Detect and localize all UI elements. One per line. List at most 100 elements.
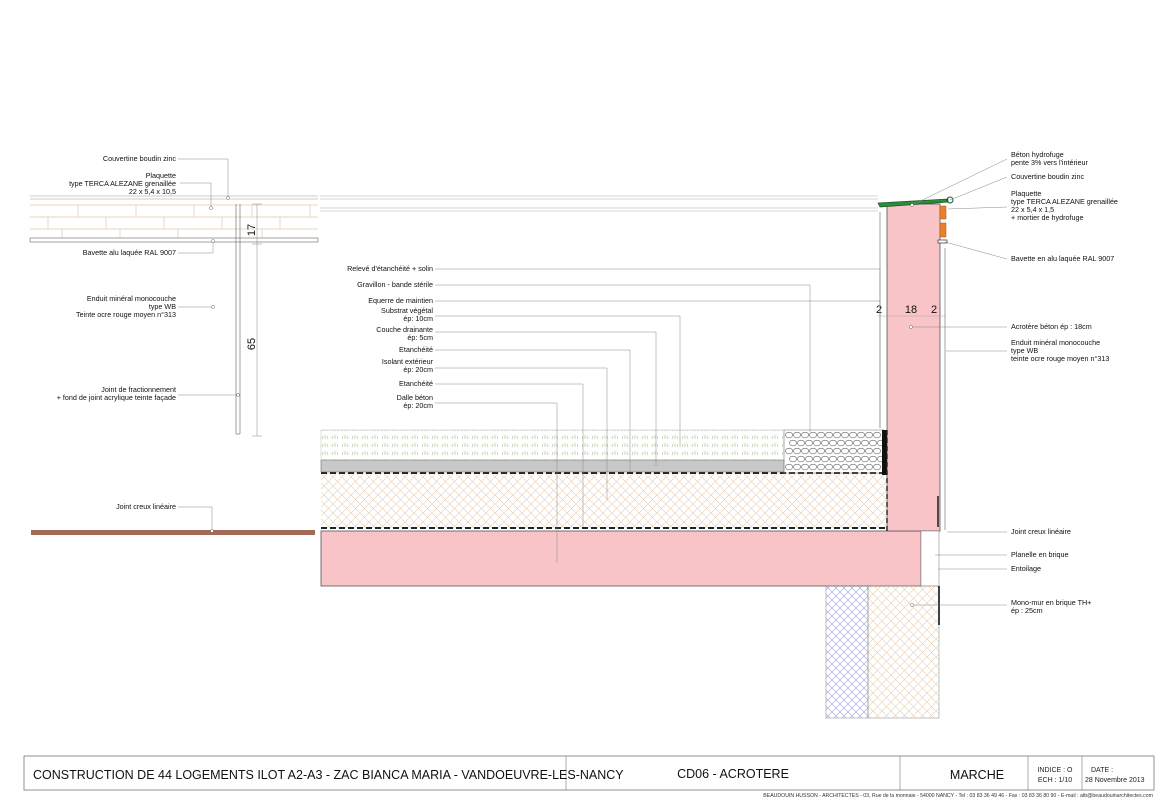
gravel-pebble [837, 439, 845, 447]
bavette-left [29, 237, 319, 243]
gravel-pebble [865, 431, 873, 439]
label-dalle-1: Dalle béton [397, 393, 433, 402]
gravel-pebble [869, 439, 877, 447]
gravel-pebble [793, 463, 801, 471]
gravel-pebble [841, 447, 849, 455]
middle-labels: Relevé d'étanchéité + solin Gravillon - … [347, 264, 433, 410]
index-label: INDICE : O [1037, 767, 1073, 774]
gravel-pebble [849, 431, 857, 439]
gravel-pebble [869, 455, 877, 463]
left-elevation: 17 65 [29, 195, 319, 535]
label-couvertine-left: Couvertine boudin zinc [103, 154, 177, 163]
label-isolant-1: Isolant extérieur [382, 357, 434, 366]
concrete-slab [320, 530, 922, 587]
label-enduit-right-2: type WB [1011, 346, 1038, 355]
gravel-pebble [825, 463, 833, 471]
gravel-pebble [789, 439, 797, 447]
planelle-brique [920, 530, 940, 587]
gravel-pebble [785, 463, 793, 471]
scale-label: ECH : 1/10 [1038, 777, 1072, 784]
label-plaquette-left-2: type TERCA ALEZANE grenaillée [69, 179, 176, 188]
label-enduit-left-2: type WB [149, 302, 176, 311]
label-mono-mur-2: ép : 25cm [1011, 606, 1043, 615]
brick-tile-1 [939, 205, 947, 220]
label-enduit-left-1: Enduit minéral monocouche [87, 294, 176, 303]
insulation-layer [321, 473, 887, 528]
gravel-pebble [785, 447, 793, 455]
label-planelle: Planelle en brique [1011, 550, 1069, 559]
section-drawing: 2 18 2 [320, 195, 954, 719]
gravel-pebble [833, 447, 841, 455]
dimension-2-left: 2 [876, 304, 882, 316]
leader-lines [178, 158, 1008, 606]
gravel-pebble [805, 455, 813, 463]
gravel-pebble [861, 455, 869, 463]
label-gravillon: Gravillon - bande stérile [357, 280, 433, 289]
label-acrotere: Acrotère béton ép : 18cm [1011, 322, 1092, 331]
label-plaquette-right-4: + mortier de hydrofuge [1011, 213, 1084, 222]
gravel-pebble [805, 439, 813, 447]
gravel-pebble [797, 439, 805, 447]
gravel-pebble [793, 431, 801, 439]
footer-address: BEAUDOUIN HUSSON - ARCHITECTES - 03, Rue… [763, 793, 1153, 799]
gravel-pebble [873, 463, 881, 471]
gravel-pebble [873, 447, 881, 455]
label-entoilage: Entoilage [1011, 564, 1041, 573]
gravel-pebble [857, 447, 865, 455]
substrate-layer [320, 429, 785, 461]
label-enduit-left-3: Teinte ocre rouge moyen n°313 [76, 310, 176, 319]
gravel-strip [783, 429, 885, 474]
gravel-pebble [825, 447, 833, 455]
bavette-right [937, 239, 948, 244]
date-label: DATE : [1091, 767, 1113, 774]
dimension-65: 65 [246, 338, 258, 350]
drawing-title: CD06 - ACROTERE [677, 767, 789, 781]
gravel-pebble [833, 463, 841, 471]
label-drainante-1: Couche drainante [376, 325, 433, 334]
label-beton-hydro-2: pente 3% vers l'intérieur [1011, 158, 1088, 167]
gravel-pebble [829, 439, 837, 447]
drainage-layer [320, 459, 785, 473]
gravel-pebble [793, 447, 801, 455]
label-plaquette-right-2: type TERCA ALEZANE grenaillée [1011, 197, 1118, 206]
label-joint-fract-1: Joint de fractionnement [101, 385, 176, 394]
label-joint-creux-right: Joint creux linéaire [1011, 527, 1071, 536]
gravel-pebble [853, 439, 861, 447]
title-block: CONSTRUCTION DE 44 LOGEMENTS ILOT A2-A3 … [23, 755, 1155, 799]
label-isolant-2: ép: 20cm [403, 365, 433, 374]
label-substrat-1: Substrat végétal [381, 306, 433, 315]
gravel-pebble [865, 447, 873, 455]
gravel-pebble [841, 463, 849, 471]
left-labels: Couvertine boudin zinc Plaquette type TE… [57, 154, 177, 511]
gravel-pebble [801, 463, 809, 471]
gravel-pebble [797, 455, 805, 463]
leader-dots [209, 196, 914, 607]
gravel-pebble [865, 463, 873, 471]
label-equerre: Equerre de maintien [368, 296, 433, 305]
label-mono-mur-1: Mono-mur en brique TH+ [1011, 598, 1091, 607]
joint-creux-band [31, 530, 315, 535]
gravel-pebble [817, 431, 825, 439]
label-bavette-left: Bavette alu laquée RAL 9007 [83, 248, 176, 257]
gravel-pebble [857, 431, 865, 439]
label-substrat-2: ép: 10cm [403, 314, 433, 323]
project-title: CONSTRUCTION DE 44 LOGEMENTS ILOT A2-A3 … [33, 768, 624, 782]
gravel-pebble [813, 439, 821, 447]
label-etancheite-2: Etanchéité [399, 379, 433, 388]
label-releve: Relevé d'étanchéité + solin [347, 264, 433, 273]
label-joint-fract-2: + fond de joint acrylique teinte façade [57, 393, 176, 402]
label-joint-creux-left: Joint creux linéaire [116, 502, 176, 511]
label-plaquette-right-3: 22 x 5,4 x 1,5 [1011, 205, 1054, 214]
label-couvertine-right: Couvertine boudin zinc [1011, 172, 1085, 181]
gravel-pebble [801, 431, 809, 439]
gravel-pebble [809, 447, 817, 455]
mono-mur-brique [867, 585, 940, 719]
date-value: 28 Novembre 2013 [1085, 777, 1145, 784]
gravel-pebble [809, 463, 817, 471]
zinc-roll-icon [946, 196, 954, 204]
label-bavette-right: Bavette en alu laquée RAL 9007 [1011, 254, 1114, 263]
gravel-pebble [813, 455, 821, 463]
label-drainante-2: ép: 5cm [407, 333, 433, 342]
label-enduit-right-3: teinte ocre rouge moyen n°313 [1011, 354, 1109, 363]
